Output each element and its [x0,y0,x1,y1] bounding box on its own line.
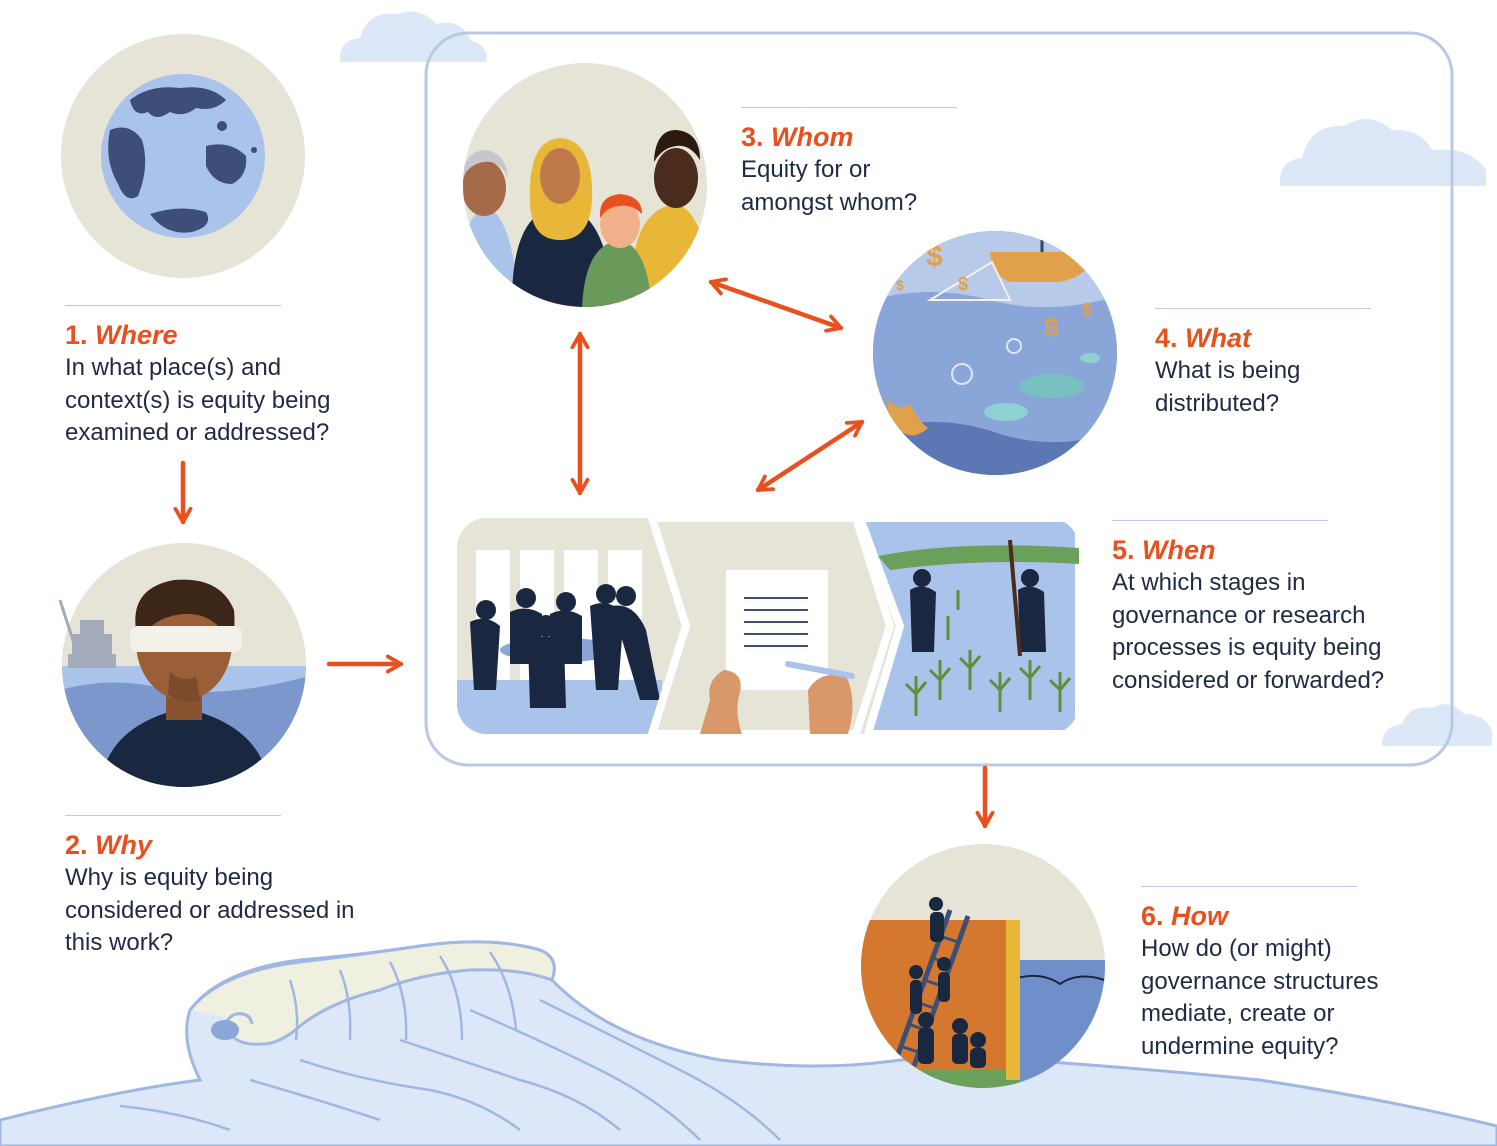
step-heading: 1. Where [65,318,385,352]
label-rule [1141,886,1357,887]
step-why: 2. Why Why is equity being considered or… [65,815,385,960]
step-number: 6. [1141,901,1164,931]
step-keyword: How [1171,901,1229,931]
wave-illustration [0,940,1497,1146]
label-rule [741,107,957,108]
step-number: 3. [741,122,764,152]
step-keyword: When [1142,535,1216,565]
label-rule [1155,308,1371,309]
step-question: Equity for or amongst whom? [741,156,918,216]
step-heading: 3. Whom [741,120,981,154]
step-keyword: Why [95,830,153,860]
step-heading: 2. Why [65,828,385,862]
step-keyword: Whom [771,122,854,152]
step-keyword: Where [95,320,178,350]
step-number: 2. [65,830,88,860]
governance-stages-icon [457,518,1079,734]
step-heading: 5. When [1112,533,1442,567]
svg-text:$: $ [958,274,968,294]
step-number: 5. [1112,535,1135,565]
step-number: 4. [1155,323,1178,353]
cloud-icon [1279,118,1486,186]
step-heading: 4. What [1155,321,1375,355]
climbing-wall-icon [861,844,1105,1088]
globe-icon [61,34,305,278]
svg-text:$: $ [1082,300,1092,320]
diverse-people-icon [463,63,707,307]
ocean-resources-icon: $ $ $ $ $ [873,231,1117,475]
step-question: At which stages in governance or researc… [1112,569,1385,694]
label-rule [1112,520,1328,521]
step-keyword: What [1185,323,1252,353]
cloud-icon [1382,704,1492,746]
svg-text:$: $ [896,277,904,293]
label-rule [65,815,281,816]
step-where: 1. Where In what place(s) and context(s)… [65,305,385,450]
cloud-icon [339,11,487,63]
step-number: 1. [65,320,88,350]
step-question: What is being distributed? [1155,357,1301,417]
stages-frame [424,31,1454,767]
blindfolded-person-icon [58,543,306,787]
arrow-when-what [755,419,865,493]
step-question: In what place(s) and context(s) is equit… [65,354,331,446]
step-heading: 6. How [1141,899,1441,933]
step-question: Why is equity being considered or addres… [65,864,355,956]
step-how: 6. How How do (or might) governance stru… [1141,886,1441,1063]
step-when: 5. When At which stages in governance or… [1112,520,1442,697]
label-rule [65,305,281,306]
svg-text:$: $ [926,240,943,273]
step-whom: 3. Whom Equity for or amongst whom? [741,107,981,219]
step-what: 4. What What is being distributed? [1155,308,1375,420]
svg-text:$: $ [1044,312,1059,342]
step-question: How do (or might) governance structures … [1141,935,1379,1060]
arrow-whom-what [708,277,844,333]
